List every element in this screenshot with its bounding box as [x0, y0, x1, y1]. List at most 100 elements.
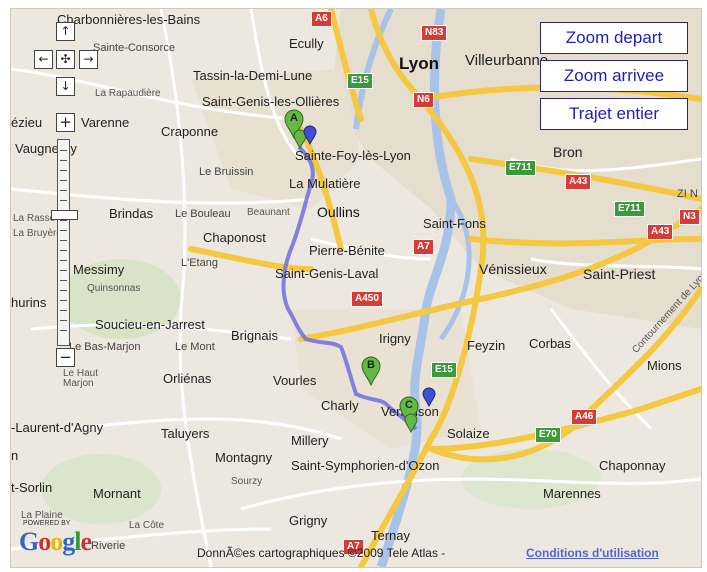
- place-label: Tassin-la-Demi-Lune: [193, 68, 313, 83]
- road-shield-a7: A7: [413, 239, 434, 255]
- place-label: La Rapaudière: [95, 88, 161, 99]
- place-label: Beaunant: [247, 207, 290, 218]
- trajet-entier-button[interactable]: Trajet entier: [540, 98, 688, 130]
- place-label: Brindas: [109, 206, 154, 221]
- zoom-in-button[interactable]: +: [56, 113, 75, 132]
- place-label: Solaize: [447, 426, 490, 441]
- place-label: Sourzy: [231, 476, 263, 487]
- pan-left-button[interactable]: ←: [34, 50, 53, 69]
- place-label: Soucieu-en-Jarrest: [95, 317, 205, 332]
- road-shield-a7: A7: [343, 539, 364, 555]
- place-label: Vourles: [273, 373, 317, 388]
- place-label: La Côte: [129, 520, 165, 531]
- map-pin-icon: [284, 109, 304, 139]
- road-shield-n83: N83: [421, 25, 448, 41]
- road-shield-e70: E70: [535, 427, 561, 443]
- place-label: Sainte-Consorce: [93, 42, 175, 54]
- place-label: Le Mont: [175, 341, 215, 353]
- place-label: Montagny: [215, 450, 273, 465]
- road-shield-a43: A43: [647, 224, 674, 240]
- terms-of-use-link[interactable]: Conditions d'utilisation: [526, 546, 659, 560]
- pan-right-button[interactable]: →: [79, 50, 98, 69]
- place-label: Charbonnières-les-Bains: [57, 12, 201, 27]
- waypoint-blue-icon: [422, 387, 436, 407]
- slider-tick: [60, 320, 67, 321]
- place-label: ézieu: [11, 115, 43, 130]
- place-label: n: [11, 448, 19, 463]
- road-shield-e15: E15: [431, 362, 457, 378]
- map-pin-icon: [361, 356, 381, 386]
- map-copyright: DonnÃ©es cartographiques ©2009 Tele Atla…: [197, 546, 446, 560]
- place-label: Feyzin: [467, 338, 506, 353]
- place-label: Grigny: [289, 513, 328, 528]
- zoom-arrivee-button[interactable]: Zoom arrivee: [540, 60, 688, 92]
- map-pin-icon: [399, 396, 419, 426]
- place-label: Chaponnay: [599, 458, 666, 473]
- slider-tick: [60, 220, 67, 221]
- place-label: Chaponost: [203, 230, 266, 245]
- pan-down-button[interactable]: ↓: [56, 77, 75, 96]
- place-label: t-Sorlin: [11, 480, 53, 495]
- place-label: Saint-Genis-Laval: [275, 266, 379, 281]
- place-label: Oullins: [317, 204, 360, 220]
- place-label: Ecully: [289, 36, 324, 51]
- slider-tick: [60, 270, 67, 271]
- route-line: [281, 145, 418, 431]
- place-label: Villeurbanne: [465, 52, 549, 69]
- place-label: Vénissieux: [479, 261, 547, 277]
- zoom-slider-thumb[interactable]: [51, 210, 78, 220]
- place-label: La Mulatière: [289, 176, 361, 191]
- google-logo[interactable]: Google: [19, 527, 92, 556]
- marker-b[interactable]: B: [361, 356, 381, 386]
- marker-a[interactable]: A: [284, 109, 304, 139]
- place-label: Orliénas: [163, 371, 212, 386]
- slider-tick: [60, 230, 67, 231]
- place-label-lyon: Lyon: [399, 54, 439, 73]
- place-label: Charly: [321, 398, 359, 413]
- place-label: Marennes: [543, 486, 601, 501]
- place-label: Pierre-Bénite: [309, 243, 385, 258]
- place-label: Ternay: [371, 528, 411, 543]
- slider-tick: [60, 150, 67, 151]
- slider-tick: [60, 200, 67, 201]
- powered-by-label: POWERED BY: [23, 520, 71, 527]
- place-label: Sainte-Foy-lès-Lyon: [295, 148, 411, 163]
- place-label: Riverie: [91, 540, 126, 552]
- place-label: Corbas: [529, 336, 571, 351]
- zoom-slider-track[interactable]: [57, 139, 70, 346]
- place-label: -Laurent-d'Agny: [11, 420, 104, 435]
- place-label: ZI N: [677, 188, 698, 200]
- slider-tick: [60, 190, 67, 191]
- slider-tick: [60, 280, 67, 281]
- place-label: Le Haut Marjon: [63, 368, 99, 389]
- place-label: Mornant: [93, 486, 141, 501]
- road-shield-a46: A46: [571, 409, 598, 425]
- road-shield-e15: E15: [347, 73, 373, 89]
- road-shield-e711: E711: [505, 160, 536, 176]
- pan-center-button[interactable]: ✣: [56, 50, 75, 69]
- road-shield-n3: N3: [679, 209, 700, 225]
- place-label: Quinsonnas: [87, 283, 141, 294]
- place-label: La Bruyère: [13, 228, 62, 239]
- pan-up-button[interactable]: ↑: [56, 22, 75, 41]
- place-label: Le Bas-Marjon: [69, 341, 141, 353]
- place-label: Saint-Symphorien-d'Ozon: [291, 458, 440, 473]
- place-label: Messimy: [73, 262, 125, 277]
- place-label: hurins: [11, 295, 47, 310]
- zoom-depart-button[interactable]: Zoom depart: [540, 22, 688, 54]
- waypoint-green-icon: [404, 413, 418, 433]
- place-label: Mions: [647, 358, 682, 373]
- slider-tick: [60, 260, 67, 261]
- waypoint-green-icon: [293, 129, 307, 149]
- slider-tick: [60, 290, 67, 291]
- slider-tick: [60, 240, 67, 241]
- marker-c[interactable]: C: [399, 396, 419, 426]
- zoom-out-button[interactable]: −: [56, 348, 75, 367]
- place-label: Le Bouleau: [175, 208, 231, 220]
- slider-tick: [60, 330, 67, 331]
- map-canvas[interactable]: A6 N83 E15 N6 E711 A43 E711 A43 N3 A7 A4…: [10, 8, 702, 568]
- slider-tick: [60, 180, 67, 181]
- road-shield-a450: A450: [351, 291, 383, 307]
- slider-tick: [60, 170, 67, 171]
- place-label: Craponne: [161, 124, 219, 139]
